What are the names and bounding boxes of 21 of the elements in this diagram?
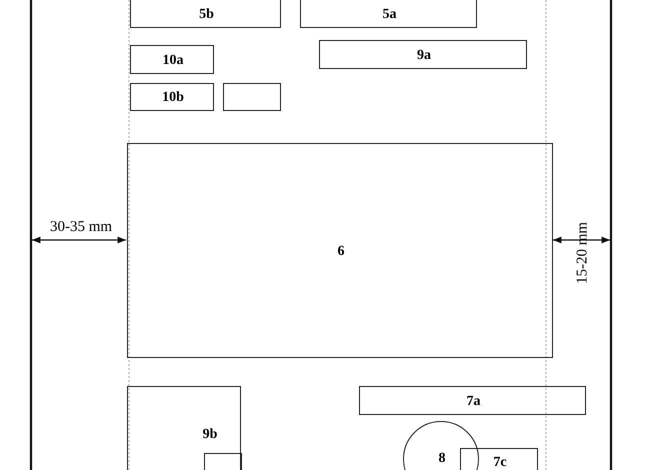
part-box: [127, 386, 241, 470]
part-number: 7c: [493, 455, 507, 470]
part-number: 7a: [466, 394, 480, 410]
dimension-label: 30-35 mm: [50, 219, 112, 236]
part-number: 10b: [162, 90, 184, 106]
part-number: 8: [438, 451, 446, 467]
part-number: 5a: [382, 7, 396, 23]
part-box: [319, 40, 527, 69]
part-number: 10a: [162, 52, 184, 68]
dimension-label: 15-20 mm: [574, 222, 592, 284]
part-box: [359, 386, 586, 415]
part-number: 6: [338, 244, 344, 260]
part-number: 9a: [417, 48, 431, 64]
part-box: [127, 143, 553, 358]
part-number: 5b: [199, 7, 214, 23]
empty-box: [223, 83, 281, 111]
part-box: [130, 45, 214, 74]
part-box: [130, 83, 214, 111]
part-box: [300, 0, 477, 28]
part-number: 9b: [202, 427, 218, 443]
part-box: [130, 0, 281, 28]
